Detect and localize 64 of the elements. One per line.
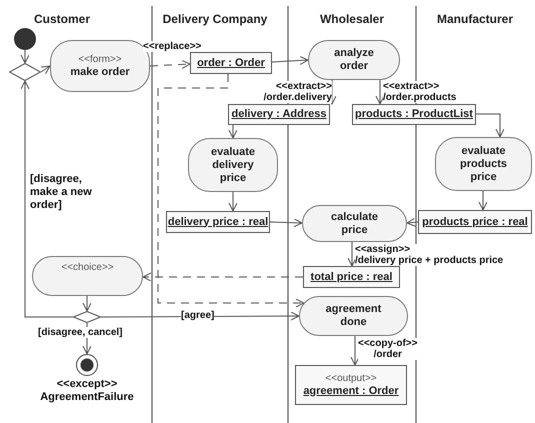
- stereotype-label: <<form>>: [78, 54, 122, 66]
- action-node: [302, 205, 407, 242]
- action-label: calculate price: [330, 210, 380, 236]
- action-node: [188, 138, 278, 192]
- stereotype-label: <<output>>: [325, 372, 377, 384]
- lane-heading: Manufacturer: [437, 12, 513, 26]
- arrow: [350, 336, 360, 366]
- object-node: [418, 210, 532, 234]
- arrow: [20, 80, 74, 318]
- action-label: agreement done: [324, 303, 382, 329]
- action-label: evaluate delivery price: [210, 146, 256, 184]
- object-node: [295, 365, 407, 405]
- object-node: [303, 266, 400, 288]
- object-label: delivery : Address: [232, 108, 326, 121]
- arrow: [348, 242, 356, 266]
- arrow: [82, 296, 92, 312]
- edge-label: <<extract>> /order.products: [383, 81, 456, 103]
- dashed-arrow: [150, 60, 190, 69]
- action-node: [308, 40, 400, 80]
- arrow: [270, 218, 302, 228]
- edge-label: [disagree, make a new order]: [30, 173, 94, 212]
- edge-label: [agree]: [181, 310, 214, 321]
- action-label: make order: [70, 66, 130, 78]
- action-label: analyze order: [333, 47, 375, 73]
- object-label: products price : real: [422, 216, 528, 228]
- decision-diamond: [9, 63, 41, 81]
- initial-node: [14, 28, 36, 50]
- arrow: [476, 114, 504, 138]
- edge-label: <<assign>> /delivery price + products price: [355, 244, 504, 266]
- node-caption: <<except>>: [56, 378, 118, 391]
- lane-heading: Customer: [34, 12, 90, 26]
- dashed-arrow: [142, 272, 304, 282]
- arrow: [40, 66, 50, 74]
- arrow: [228, 124, 238, 138]
- edge-label: <<copy-of>> /order: [358, 338, 418, 360]
- object-label: delivery price : real: [168, 216, 268, 228]
- lane-heading: Delivery Company: [162, 12, 268, 26]
- object-node: [352, 104, 476, 125]
- action-node: [299, 296, 408, 336]
- object-label: products : ProductList: [355, 108, 473, 121]
- arrow: [272, 56, 308, 65]
- object-node: [228, 104, 330, 125]
- edge-label: <<extract>> /order.delivery: [264, 81, 332, 103]
- object-node: [190, 52, 272, 74]
- node-caption: AgreementFailure: [40, 391, 134, 404]
- arrow: [406, 218, 418, 227]
- object-label: order : Order: [197, 56, 265, 70]
- object-label: total price : real: [310, 270, 392, 284]
- action-label: evaluate products price: [458, 144, 508, 184]
- lane-heading: Wholesaler: [320, 12, 384, 26]
- object-label: agreement : Order: [303, 384, 399, 398]
- edge-label: [disagree, cancel]: [38, 327, 122, 338]
- action-node: [32, 256, 143, 296]
- arrow: [20, 50, 30, 64]
- stereotype-label: <<choice>>: [61, 262, 114, 274]
- object-node: [166, 211, 270, 233]
- action-node: [435, 137, 532, 191]
- final-node: [76, 354, 98, 376]
- decision-diamond: [73, 311, 101, 323]
- arrow: [376, 80, 384, 104]
- arrow: [478, 190, 488, 210]
- dashed-arrow: [158, 74, 304, 308]
- arrow: [228, 192, 238, 212]
- edge-label: <<replace>>: [143, 41, 202, 52]
